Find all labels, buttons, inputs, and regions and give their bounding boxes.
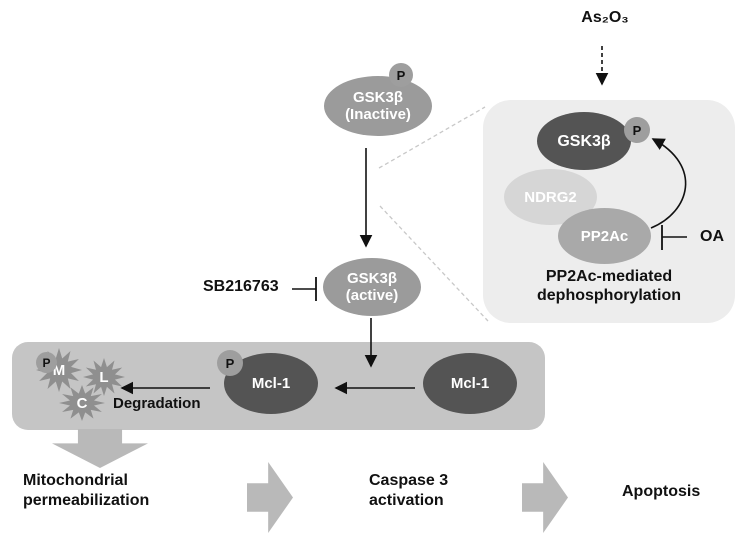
gsk3b-active-title: GSK3β (346, 270, 397, 287)
panel-caption: PP2Ac-mediated dephosphorylation (483, 267, 735, 305)
ndrg2-label: NDRG2 (524, 188, 577, 206)
sb216763-label: SB216763 (203, 278, 279, 295)
phosphate-badge-panel: P (624, 117, 650, 143)
fragment-letter-c: C (76, 394, 88, 412)
degradation-label: Degradation (113, 395, 201, 412)
caspase-label: Caspase 3 activation (369, 471, 448, 511)
apoptosis-label: Apoptosis (622, 483, 701, 500)
mcl1-label: Mcl-1 (450, 375, 490, 392)
gsk3b-panel-label: GSK3β (557, 132, 611, 150)
panel-caption-line1: PP2Ac-mediated (545, 268, 673, 285)
as2o3-label: As₂O₃ (581, 9, 629, 26)
phosphate-badge-fragment: P (36, 352, 57, 373)
gsk3b-inactive-node: GSK3β (Inactive) (324, 76, 432, 136)
pp2ac-node: PP2Ac (558, 208, 651, 264)
block-arrow-right-icon-1 (247, 462, 293, 533)
gsk3b-active-node: GSK3β (active) (323, 258, 421, 316)
panel-caption-line2: dephosphorylation (537, 287, 681, 304)
gsk3b-active-state: (active) (345, 287, 399, 304)
phosphate-letter: P (225, 355, 235, 371)
gsk3b-inactive-title: GSK3β (352, 89, 403, 106)
mcl1-node: Mcl-1 (423, 353, 517, 414)
caspase-label-line1: Caspase 3 (369, 472, 449, 489)
phosphate-badge-mcl1: P (217, 350, 243, 376)
gsk3b-panel-node: GSK3β (537, 112, 631, 170)
block-arrow-right-icon-2 (522, 462, 568, 533)
phosphate-letter: P (42, 355, 51, 370)
fragment-letter-l: L (99, 368, 109, 386)
caspase-label-line2: activation (369, 492, 444, 509)
gsk3b-inactive-state: (Inactive) (345, 106, 411, 123)
phosphate-letter: P (396, 67, 406, 83)
mito-label-line2: permeabilization (23, 492, 150, 509)
phosphate-letter: P (632, 122, 642, 138)
pp2ac-label: PP2Ac (580, 227, 629, 245)
mito-label-line1: Mitochondrial (23, 472, 128, 489)
oa-label: OA (700, 228, 724, 245)
mito-label: Mitochondrial permeabilization (23, 471, 149, 511)
mcl1-phospho-label: Mcl-1 (251, 375, 291, 392)
block-arrow-down-icon (52, 429, 148, 468)
phosphate-badge-inactive: P (389, 63, 413, 87)
